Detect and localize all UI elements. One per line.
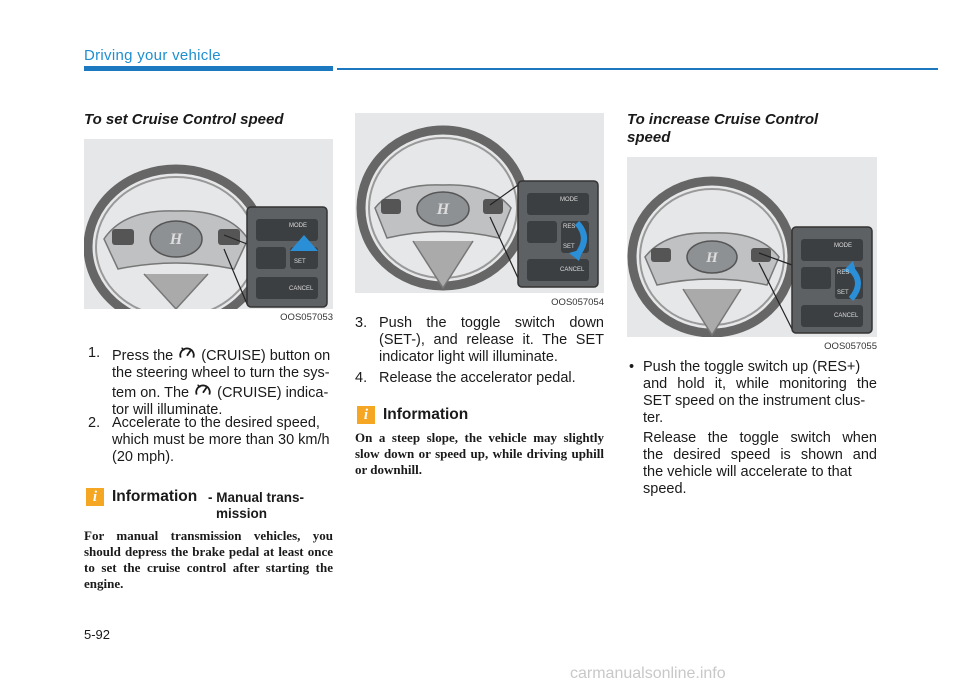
paragraph-release-toggle: Release the toggle switch when the desir… <box>643 430 877 497</box>
step-2-number: 2. <box>88 415 101 431</box>
figure-label-res: RES <box>563 224 576 230</box>
info-label: Information <box>112 488 198 505</box>
cruise-icon <box>195 384 211 395</box>
watermark: carmanualsonline.info <box>570 665 726 682</box>
figure-label-set: SET <box>563 244 575 250</box>
steering-wheel-illustration: H <box>627 176 873 337</box>
svg-text:H: H <box>169 231 183 248</box>
steering-figure-1: H MODE SET CANCEL <box>84 139 333 309</box>
step-3: 3. Push the toggle switch down (SET-), a… <box>355 315 604 365</box>
figure-label-cancel: CANCEL <box>560 267 585 273</box>
figure-label-set: SET <box>837 290 849 296</box>
figure-label-set: SET <box>294 259 306 265</box>
figure-code-3: OOS057055 <box>824 341 877 352</box>
section-header: Driving your vehicle <box>84 47 221 64</box>
figure-code-1: OOS057053 <box>280 312 333 323</box>
info-icon: i <box>86 488 104 506</box>
steering-wheel-illustration: H <box>356 125 599 291</box>
figure-label-mode: MODE <box>560 197 578 203</box>
figure-label-cancel: CANCEL <box>834 313 859 319</box>
steering-figure-2: H MODE RES SET CANCEL <box>355 113 604 293</box>
bullet-dot: • <box>629 359 635 375</box>
svg-text:H: H <box>436 201 450 218</box>
svg-text:H: H <box>705 250 719 266</box>
page-number: 5-92 <box>84 627 111 642</box>
cruise-icon <box>179 347 195 358</box>
figure-label-mode: MODE <box>834 243 852 249</box>
bullet-push-toggle: • Push the toggle switch up (RES+) and h… <box>629 359 877 426</box>
section-title-increase-speed: To increase Cruise Control speed <box>627 111 819 146</box>
section-title-set-speed: To set Cruise Control speed <box>84 111 284 128</box>
header-rule-thin <box>337 68 938 70</box>
step-4-number: 4. <box>355 370 368 386</box>
figure-code-2: OOS057054 <box>551 297 604 308</box>
figure-label-res: RES <box>837 270 850 276</box>
header-rule-thick <box>84 66 333 71</box>
step-2: 2. Accelerate to the desired speed, whic… <box>88 415 330 465</box>
info-text-manual: For manual transmission vehicles, you sh… <box>84 528 333 591</box>
info-text-slope: On a steep slope, the vehicle may slight… <box>355 430 604 477</box>
step-1-number: 1. <box>88 345 101 361</box>
info-label: Information <box>383 406 469 423</box>
figure-label-mode: MODE <box>289 223 307 229</box>
step-3-number: 3. <box>355 315 368 331</box>
step-4: 4. Release the accelerator pedal. <box>355 370 576 386</box>
steering-figure-3: H MODE RES SET CANCEL <box>627 157 877 337</box>
info-suffix: - Manual trans- mission <box>208 490 305 521</box>
steering-wheel-illustration: H <box>84 164 328 309</box>
info-icon: i <box>357 406 375 424</box>
step-1: 1. Press the(CRUISE) button on the steer… <box>88 345 331 418</box>
figure-label-cancel: CANCEL <box>289 286 314 292</box>
